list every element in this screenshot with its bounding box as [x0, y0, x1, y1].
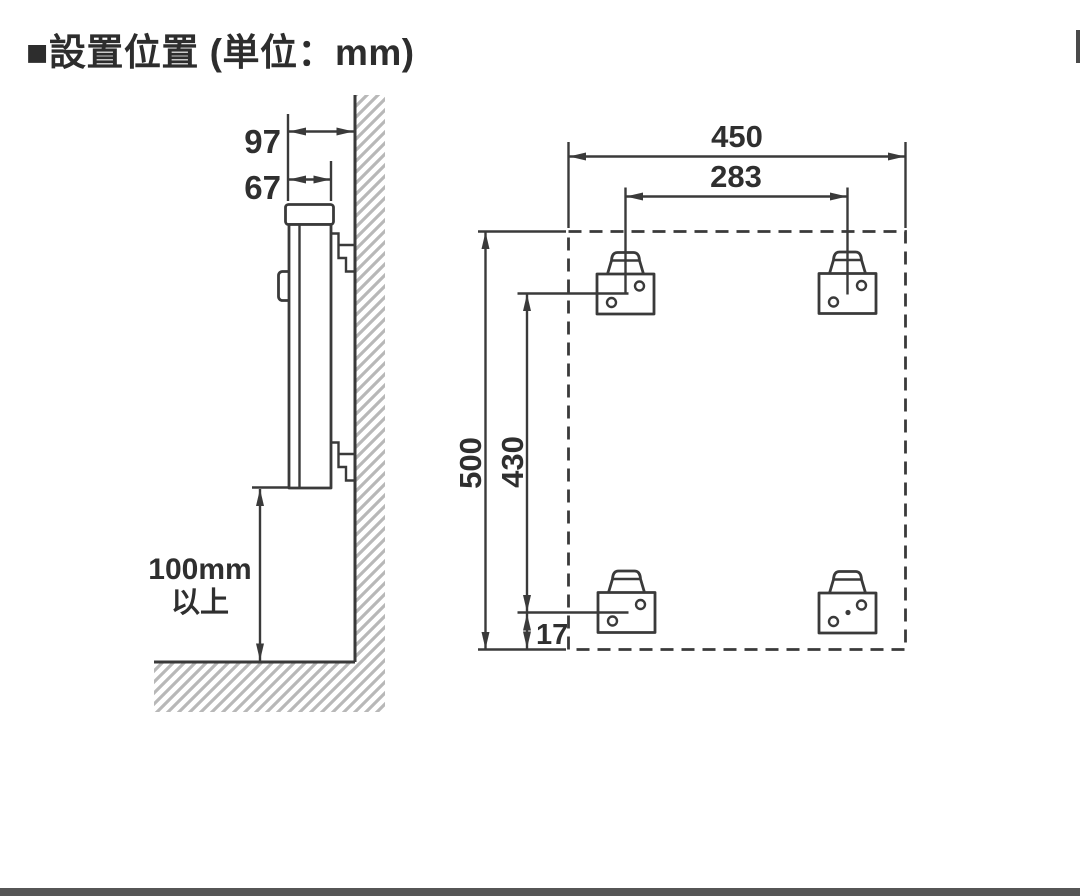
mounting-bracket-bottom-left	[596, 569, 657, 634]
overall-height-dimension-label: 500	[453, 437, 488, 489]
bracket-hook-cap	[607, 569, 646, 593]
device-top-cap	[284, 203, 335, 226]
section-divider-bar	[0, 888, 1080, 896]
bracket-hook-cap	[828, 570, 867, 594]
front-view-diagram: 450 283 500 430 17	[453, 119, 907, 651]
bottom-offset-dimension-label: 17	[536, 619, 568, 651]
page-title: ■設置位置 (単位：mm)	[26, 32, 415, 73]
screw-hole	[855, 279, 868, 292]
side-view-diagram: 97 67 100mm 以上	[148, 95, 385, 712]
overall-width-dimension-label: 450	[711, 119, 763, 154]
wall-bracket-side-upper	[331, 232, 354, 273]
wall-hatch	[355, 95, 385, 662]
screw-hole	[855, 599, 868, 611]
screw-hole	[827, 615, 840, 628]
floor-hatch	[154, 662, 385, 712]
page-edge-mark	[1076, 30, 1080, 63]
screw-hole	[605, 296, 618, 309]
screw-hole	[634, 598, 647, 611]
screw-hole	[633, 280, 646, 292]
floor-clearance-label: 100mm	[148, 553, 251, 586]
device-body-side	[287, 223, 333, 490]
floor-clearance-qualifier-label: 以上	[171, 586, 229, 619]
device-outline-dashed	[567, 230, 907, 651]
body-depth-dimension-label: 67	[244, 169, 281, 206]
bolt-center-dot	[845, 609, 851, 616]
bolt-pitch-width-dimension-label: 283	[710, 159, 762, 194]
mounting-bracket-bottom-right	[817, 570, 878, 635]
wall-bracket-side-lower	[331, 441, 354, 482]
screw-hole	[606, 615, 619, 627]
total-depth-dimension-label: 97	[244, 123, 281, 160]
bolt-pitch-height-dimension-label: 430	[495, 436, 530, 488]
screw-hole	[827, 296, 840, 308]
